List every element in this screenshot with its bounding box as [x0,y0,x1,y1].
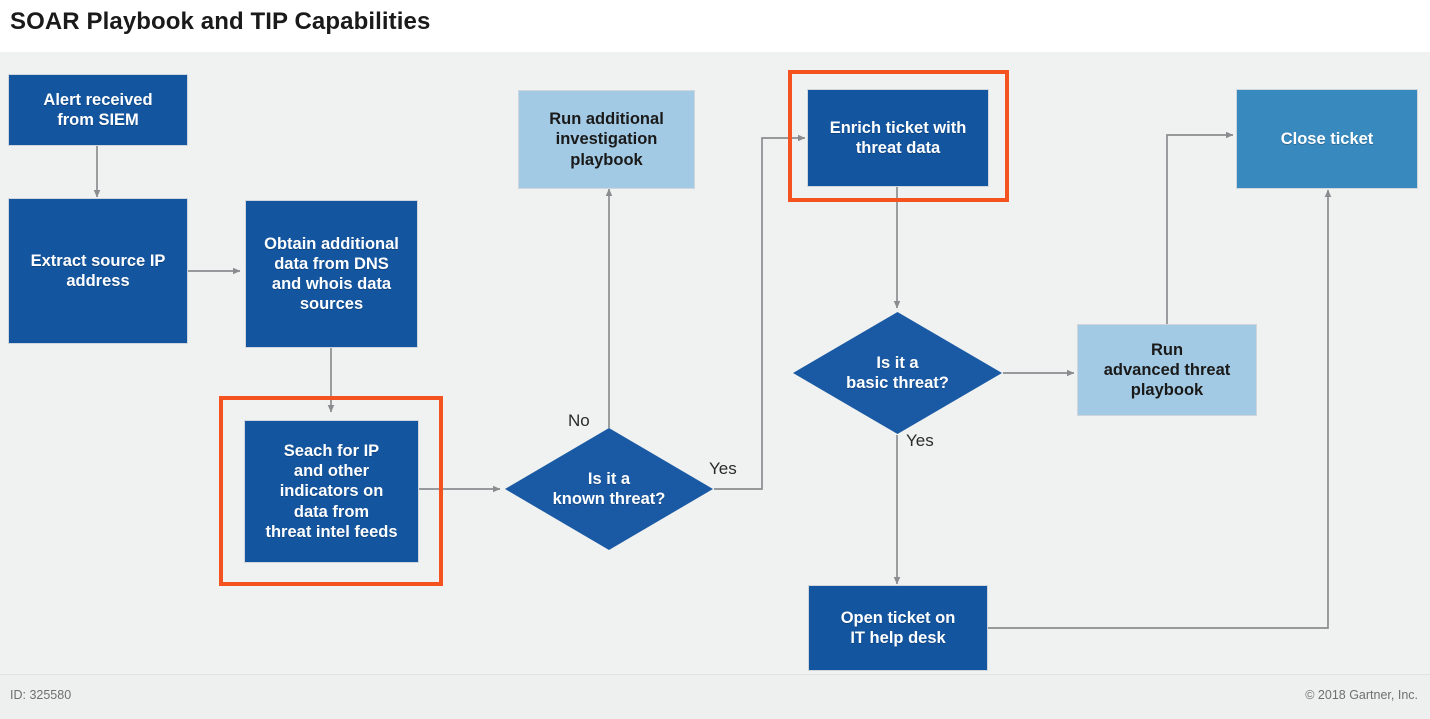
edge-label-yes-known: Yes [709,459,737,478]
copyright-notice: © 2018 Gartner, Inc. [1305,688,1418,702]
edge-label-no-known: No [568,411,590,430]
diagram-id: ID: 325580 [10,688,72,702]
title-bar: SOAR Playbook and TIP Capabilities [0,0,1430,52]
node-close-ticket-label: Close ticket [1280,129,1374,148]
node-close-ticket[interactable]: Close ticket [1236,89,1418,189]
highlight-box-enrich [788,70,1009,202]
footer-bar: ID: 325580 © 2018 Gartner, Inc. [0,674,1430,719]
edge-label-yes-basic: Yes [906,431,934,450]
page-title: SOAR Playbook and TIP Capabilities [10,8,431,35]
